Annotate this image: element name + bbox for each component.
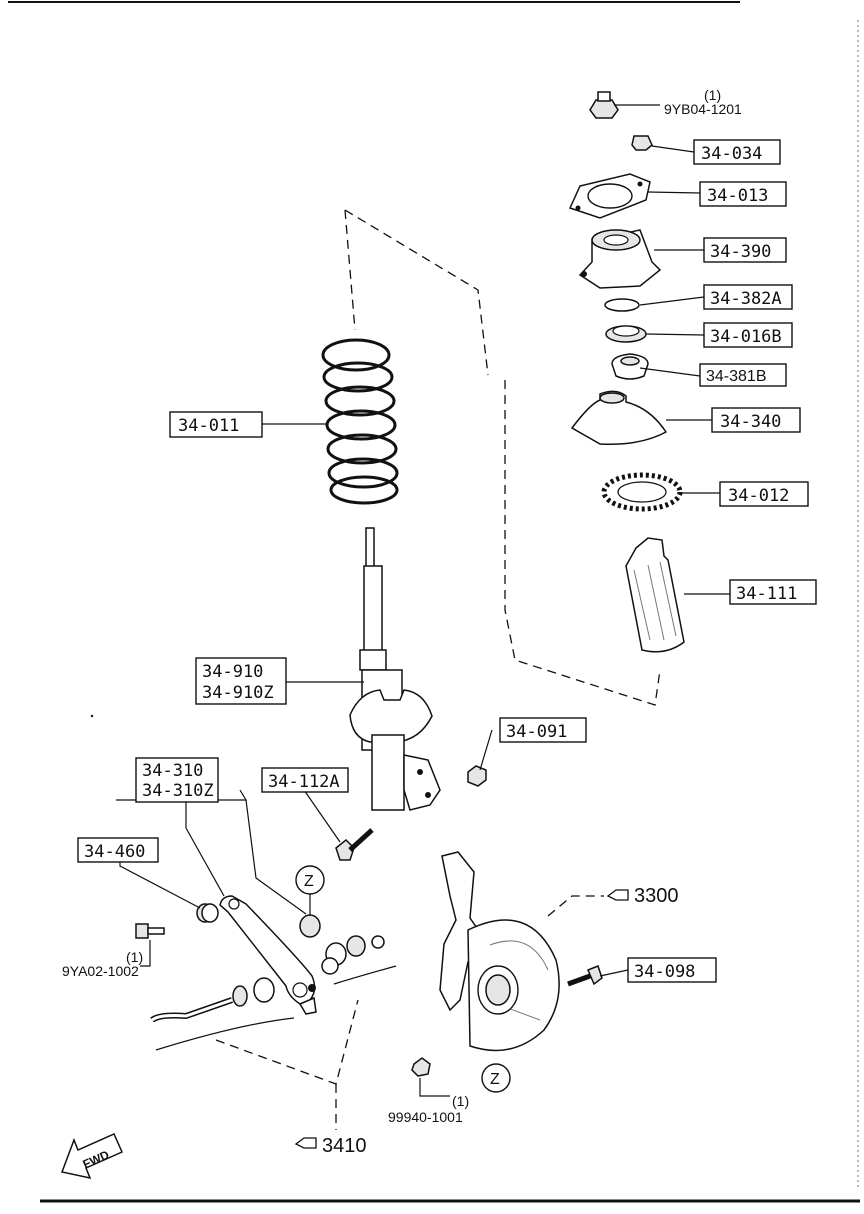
knuckle-3300 bbox=[439, 851, 560, 1052]
label-34-381b: 34-381B bbox=[699, 363, 787, 387]
nut-34-034 bbox=[631, 135, 653, 151]
label-34-016b: 34-016B bbox=[703, 322, 793, 348]
svg-text:3410: 3410 bbox=[322, 1135, 367, 1157]
seat-34-381b bbox=[611, 353, 649, 380]
dash-to-3300 bbox=[547, 895, 604, 917]
svg-text:34-382A: 34-382A bbox=[710, 289, 782, 309]
svg-text:3300: 3300 bbox=[634, 885, 679, 907]
svg-text:34-460: 34-460 bbox=[84, 842, 145, 862]
upper-seat-34-340 bbox=[570, 390, 668, 445]
z-marker-1: Z bbox=[295, 865, 325, 916]
pointing-hand-icon bbox=[606, 889, 629, 901]
label-34-340: 34-340 bbox=[711, 407, 801, 433]
bracket-lower bbox=[155, 1017, 295, 1051]
label-9yb04-qty: (1) bbox=[704, 87, 721, 103]
speck bbox=[90, 714, 94, 718]
label-34-091: 34-091 bbox=[499, 717, 587, 743]
label-34-098: 34-098 bbox=[627, 957, 717, 983]
lower-arm-bushings bbox=[232, 914, 385, 1007]
label-9yb04: 9YB04-1201 bbox=[664, 101, 742, 117]
svg-text:34-012: 34-012 bbox=[728, 486, 789, 506]
label-34-390: 34-390 bbox=[703, 237, 787, 263]
svg-text:34-310Z: 34-310Z bbox=[142, 781, 214, 801]
svg-text:34-910Z: 34-910Z bbox=[202, 683, 274, 703]
dash-to-3410 bbox=[215, 999, 359, 1085]
label-99940: 99940-1001 bbox=[388, 1109, 463, 1125]
bracket-bushings bbox=[333, 965, 397, 985]
svg-text:34-098: 34-098 bbox=[634, 962, 695, 982]
svg-text:34-310: 34-310 bbox=[142, 761, 203, 781]
ref-3300[interactable]: 3300 bbox=[606, 885, 679, 907]
ref-3410[interactable]: 3410 bbox=[294, 1135, 367, 1157]
mount-34-390 bbox=[578, 229, 662, 289]
label-34-112a: 34-112A bbox=[261, 767, 349, 793]
plate-34-013 bbox=[568, 173, 651, 219]
svg-text:34-016B: 34-016B bbox=[710, 327, 782, 347]
svg-text:34-011: 34-011 bbox=[178, 416, 239, 436]
label-34-910: 34-910 34-910Z bbox=[195, 657, 287, 705]
stabilizer-link bbox=[150, 997, 233, 1023]
bolt-34-112a bbox=[335, 828, 374, 861]
svg-text:34-381B: 34-381B bbox=[706, 368, 767, 385]
svg-text:34-112A: 34-112A bbox=[268, 772, 340, 792]
label-34-011: 34-011 bbox=[169, 411, 263, 438]
label-34-111: 34-111 bbox=[729, 579, 817, 605]
label-34-382a: 34-382A bbox=[703, 284, 793, 310]
washer-34-382a bbox=[604, 298, 640, 312]
nut-34-091 bbox=[467, 765, 487, 787]
strut-group-outline bbox=[344, 209, 661, 706]
strut-34-910 bbox=[349, 527, 441, 811]
svg-text:34-034: 34-034 bbox=[701, 144, 762, 164]
bolt-9ya02 bbox=[135, 923, 165, 939]
svg-text:34-910: 34-910 bbox=[202, 662, 263, 682]
svg-text:34-013: 34-013 bbox=[707, 186, 768, 206]
svg-text:34-091: 34-091 bbox=[506, 722, 567, 742]
nut-99940 bbox=[411, 1057, 431, 1077]
label-34-460: 34-460 bbox=[77, 837, 159, 863]
pointing-hand-icon bbox=[294, 1137, 317, 1149]
label-34-013: 34-013 bbox=[699, 181, 787, 207]
svg-text:34-390: 34-390 bbox=[710, 242, 771, 262]
z-marker-2: Z bbox=[481, 1063, 511, 1093]
svg-text:34-340: 34-340 bbox=[720, 412, 781, 432]
label-34-310: 34-310 34-310Z bbox=[135, 757, 219, 803]
bump-stop-34-111 bbox=[625, 537, 685, 653]
top-nut-9yb04 bbox=[589, 91, 619, 119]
label-9ya02-qty: (1) bbox=[126, 949, 143, 965]
label-99940-qty: (1) bbox=[452, 1093, 469, 1109]
bolt-34-098 bbox=[567, 965, 603, 987]
label-9ya02: 9YA02-1002 bbox=[62, 963, 139, 979]
label-34-012: 34-012 bbox=[719, 481, 809, 507]
svg-text:34-111: 34-111 bbox=[736, 584, 797, 604]
label-34-034: 34-034 bbox=[693, 139, 781, 165]
svg-text:Z: Z bbox=[304, 873, 314, 890]
coil-spring-34-011 bbox=[321, 338, 399, 505]
strut-group-outline-2 bbox=[344, 209, 356, 331]
lower-arm-34-310 bbox=[219, 895, 317, 1015]
bushing-34-460 bbox=[196, 903, 219, 923]
fwd-arrow-icon: FWD bbox=[60, 1133, 123, 1180]
rubber-34-012 bbox=[601, 472, 683, 512]
bearing-34-016b bbox=[605, 325, 647, 343]
svg-text:Z: Z bbox=[490, 1071, 500, 1088]
